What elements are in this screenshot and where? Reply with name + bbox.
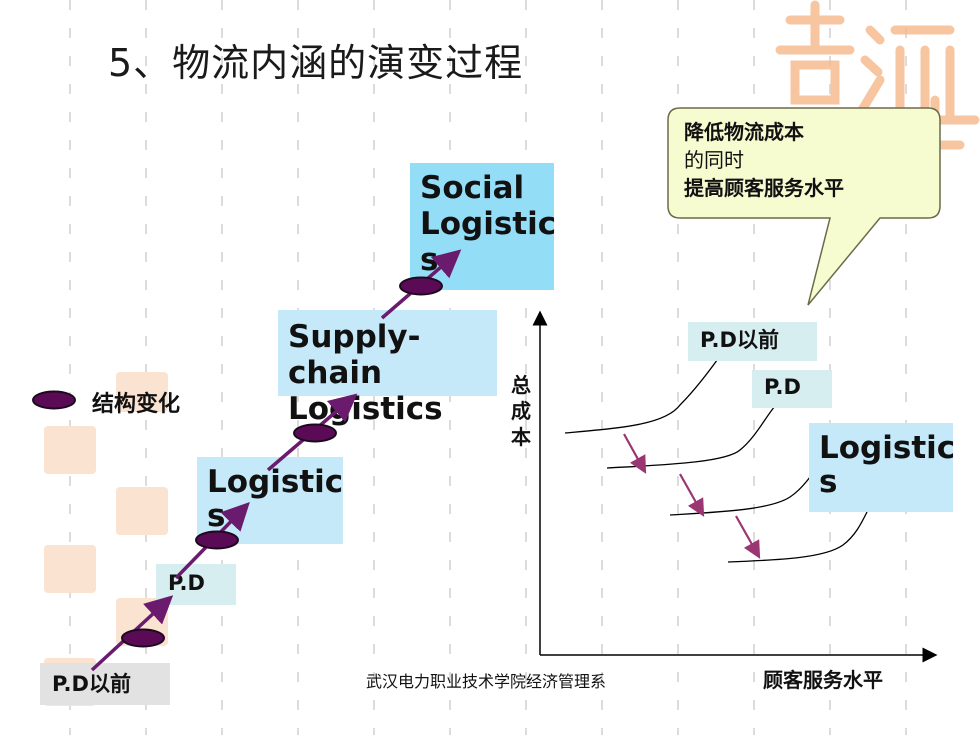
curve-label: P.D <box>764 375 801 399</box>
curve-label: P.D以前 <box>700 328 779 352</box>
stage-box-supply-chain: Supply- chain Logistics <box>278 310 497 427</box>
structure-change-ellipse <box>121 628 165 648</box>
cost-curve-pre-pd <box>564 355 721 434</box>
cost-curve-social <box>727 511 868 563</box>
cost-curve-pd <box>606 405 776 469</box>
structure-change-ellipse <box>399 276 443 296</box>
stage-box-pre-pd: P.D以前 <box>40 663 170 705</box>
curve-label-logistics: Logistic s <box>809 423 956 512</box>
y-axis-label: 总 成 本 <box>511 373 531 449</box>
legend-label: 结构变化 <box>92 392 181 417</box>
curve-label: Logistic s <box>819 430 956 501</box>
callout-line-2: 的同时 <box>684 148 744 172</box>
cost-shift-arrow <box>679 473 705 517</box>
watermark-seal-1 <box>44 426 96 474</box>
cost-curve-logistics <box>669 454 826 516</box>
legend-ellipse <box>32 390 76 410</box>
page-title: 5、物流内涵的演变过程 <box>108 41 524 85</box>
cost-shift-arrow <box>623 433 647 474</box>
watermark-seal-2 <box>116 487 168 535</box>
callout-line-1: 降低物流成本 <box>684 120 804 144</box>
stage-label: P.D以前 <box>52 672 131 696</box>
watermark-seal-3 <box>44 545 96 593</box>
stage-label: Supply- chain Logistics <box>288 319 443 427</box>
stage-box-logistics: Logistic s <box>197 457 343 544</box>
callout-line-3: 提高顾客服务水平 <box>684 176 844 200</box>
callout-text: 降低物流成本 的同时 提高顾客服务水平 <box>684 118 844 202</box>
stage-label: Logistic s <box>207 464 344 535</box>
footer-text: 武汉电力职业技术学院经济管理系 <box>366 672 607 691</box>
structure-change-ellipse <box>293 423 337 443</box>
curve-label-pd: P.D <box>752 370 832 408</box>
structure-change-ellipse <box>195 530 239 550</box>
cost-shift-arrow <box>735 515 761 559</box>
x-axis-label: 顾客服务水平 <box>763 668 883 692</box>
stage-label: Social Logistic s <box>420 170 557 278</box>
watermark-seal-6 <box>116 372 168 412</box>
curve-label-pre-pd: P.D以前 <box>688 322 817 361</box>
stage-box-social: Social Logistic s <box>410 163 557 290</box>
